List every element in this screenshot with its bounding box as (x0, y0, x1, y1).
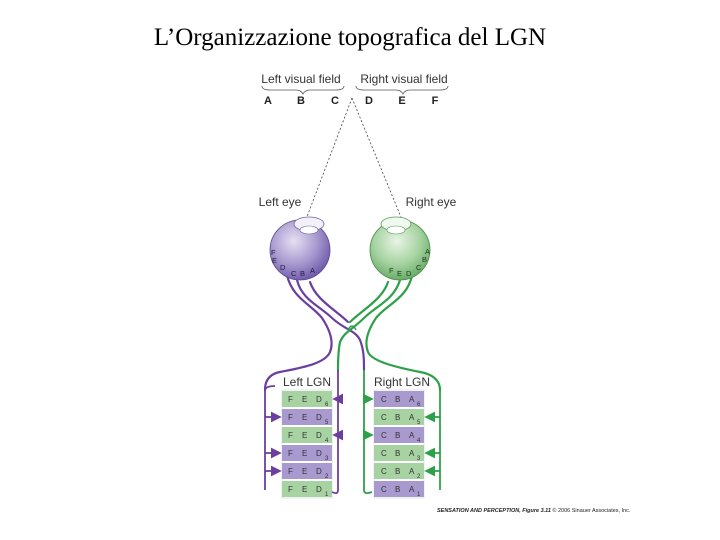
right-eyeball (369, 216, 431, 281)
right-eye-sight-line (351, 97, 404, 223)
left-lgn-cell-d: D (316, 449, 322, 458)
left-lgn-cell-f: F (288, 467, 293, 476)
left-lgn-green-feeders (331, 370, 343, 495)
right-layer-4: 4 (417, 438, 421, 444)
right-lgn-cell-b: B (395, 485, 400, 494)
right-lgn-green-feeders (424, 390, 441, 490)
right-lgn-cell-b: B (395, 431, 400, 440)
left-lgn-cell-d: D (316, 467, 322, 476)
left-retina-f: F (271, 248, 276, 257)
left-lgn-cell-f: F (288, 413, 293, 422)
right-eye-label: Right eye (406, 195, 457, 209)
left-lgn-cell-e: E (302, 467, 307, 476)
right-lgn-cell-a: A (409, 395, 415, 404)
right-lgn-cell-b: B (395, 395, 400, 404)
left-visual-field-label: Left visual field (261, 72, 340, 86)
credit-rest: © 2006 Sinauer Associates, Inc. (552, 508, 631, 514)
right-retina-a: A (425, 247, 430, 256)
left-lgn-cell-f: F (288, 395, 293, 404)
right-lgn-cell-c: C (381, 413, 387, 422)
right-lgn-cell-c: C (381, 485, 387, 494)
right-retina-d: D (406, 269, 412, 278)
right-lgn-cell-a: A (409, 485, 415, 494)
optic-chiasm (347, 325, 357, 331)
right-visual-field-label: Right visual field (360, 72, 447, 86)
right-lgn-label: Right LGN (374, 375, 430, 389)
figure-credit: SENSATION AND PERCEPTION, Figure 3.11 © … (437, 508, 630, 514)
right-lgn-cell-c: C (381, 431, 387, 440)
right-retina-b: B (422, 255, 427, 264)
left-lgn-cell-e: E (302, 431, 307, 440)
right-lgn-cell-a: A (409, 413, 415, 422)
left-field-brace (261, 85, 345, 95)
field-point-e: E (398, 95, 405, 107)
left-lgn-cell-e: E (302, 413, 307, 422)
left-lgn-cell-d: D (316, 413, 322, 422)
right-lgn-cell-b: B (395, 449, 400, 458)
right-retina-e: E (397, 269, 402, 278)
right-lgn-left-feeders (363, 370, 374, 495)
field-point-c: C (331, 95, 339, 107)
right-lgn-letters: C B A C B A C B A C B A C B A C B A (381, 395, 415, 494)
left-lgn-cell-e: E (302, 485, 307, 494)
right-field-brace (355, 85, 449, 95)
field-point-a: A (264, 95, 272, 107)
right-lgn-cell-c: C (381, 395, 387, 404)
purple-optic-pathway (263, 273, 366, 392)
left-eyeball (269, 216, 331, 281)
left-layer-6: 6 (325, 402, 329, 408)
right-lgn-cell-a: A (409, 431, 415, 440)
left-layer-3: 3 (325, 456, 329, 462)
left-layer-5: 5 (325, 420, 329, 426)
credit-book: SENSATION AND PERCEPTION, Figure 3.11 (437, 508, 551, 514)
right-lgn-cell-b: B (395, 413, 400, 422)
left-lgn-cell-f: F (288, 431, 293, 440)
left-lgn-cell-d: D (316, 431, 322, 440)
left-lgn-cell-d: D (316, 485, 322, 494)
left-retina-e: E (272, 256, 277, 265)
right-layer-3: 3 (417, 456, 421, 462)
left-lgn-cell-d: D (316, 395, 322, 404)
left-retina-a: A (310, 266, 315, 275)
left-retina-d: D (280, 263, 286, 272)
left-lgn-cell-e: E (302, 449, 307, 458)
right-retina-letters: F E D C B A (389, 247, 430, 278)
right-layer-1: 1 (417, 492, 421, 498)
right-retina-f: F (389, 266, 394, 275)
left-lgn-cell-e: E (302, 395, 307, 404)
right-layer-2: 2 (417, 474, 421, 480)
field-point-b: B (297, 95, 305, 107)
right-layer-6: 6 (417, 402, 421, 408)
left-lgn-letters: F E D F E D F E D F E D F E D F E D (288, 395, 322, 494)
right-lgn-cell-a: A (409, 467, 415, 476)
left-retina-b: B (300, 269, 305, 278)
left-lgn-label: Left LGN (283, 375, 331, 389)
right-lgn-stack (373, 389, 425, 499)
left-lgn-purple-feeders (264, 385, 282, 490)
green-optic-pathway (336, 273, 442, 392)
left-layer-2: 2 (325, 474, 329, 480)
left-lgn-cell-f: F (288, 449, 293, 458)
left-lgn-stack (281, 389, 333, 499)
left-retina-c: C (291, 269, 297, 278)
right-lgn-cell-a: A (409, 449, 415, 458)
right-lgn-layer-numbers: 6 5 4 3 2 1 (417, 402, 421, 498)
right-lgn-cell-c: C (381, 467, 387, 476)
left-layer-1: 1 (325, 492, 329, 498)
left-eye-label: Left eye (259, 195, 302, 209)
left-lgn-layer-numbers: 6 5 4 3 2 1 (325, 402, 329, 498)
right-retina-c: C (416, 263, 422, 272)
right-layer-5: 5 (417, 420, 421, 426)
field-point-d: D (365, 95, 373, 107)
field-point-f: F (432, 95, 439, 107)
right-lgn-cell-c: C (381, 449, 387, 458)
left-retina-letters: F E D C B A (271, 248, 315, 278)
left-layer-4: 4 (325, 438, 329, 444)
left-lgn-cell-f: F (288, 485, 293, 494)
left-eye-sight-line (304, 97, 353, 223)
slide-title: L’Organizzazione topografica del LGN (153, 24, 547, 51)
right-lgn-cell-b: B (395, 467, 400, 476)
